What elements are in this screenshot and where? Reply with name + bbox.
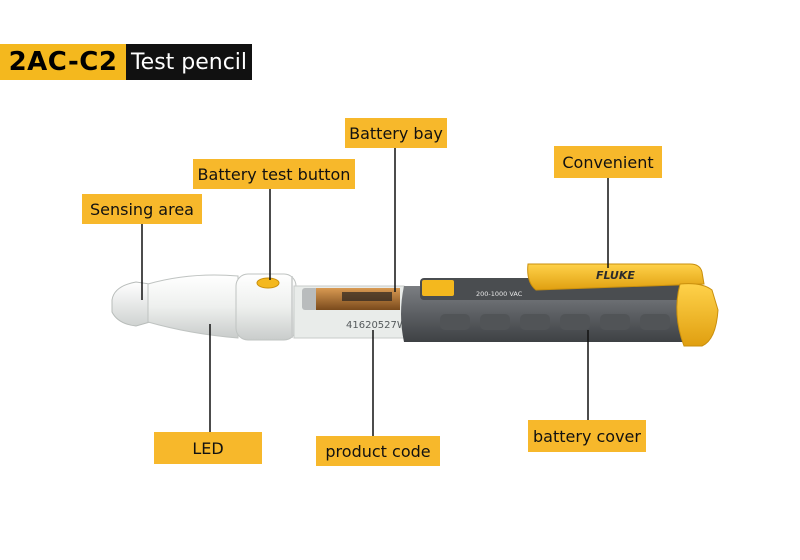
product-code-print: 41620527WS — [346, 320, 413, 331]
callout-battery-test-button: Battery test button — [193, 159, 355, 189]
battery-test-button — [256, 277, 280, 289]
voltage-print: 200-1000 VAC — [476, 290, 523, 298]
white-cone-body — [147, 274, 239, 339]
battery-end-cap — [302, 288, 318, 310]
callout-sensing-area: Sensing area — [82, 194, 202, 224]
emboss-mark — [640, 314, 670, 330]
callout-battery-cover: battery cover — [528, 420, 646, 452]
model-title-tag: 2AC-C2 — [0, 44, 126, 80]
callout-battery-bay: Battery bay — [345, 118, 447, 148]
callout-led: LED — [154, 432, 262, 464]
sensing-tip — [111, 281, 151, 327]
emboss-mark — [520, 314, 550, 330]
callout-product-code: product code — [316, 436, 440, 466]
emboss-mark — [560, 314, 590, 330]
pocket-clip — [527, 263, 705, 291]
emboss-mark — [600, 314, 630, 330]
emboss-mark — [440, 314, 470, 330]
subtitle-tag: Test pencil — [126, 44, 252, 80]
yellow-badge — [422, 280, 454, 296]
brand-print: FLUKE — [596, 269, 635, 282]
yellow-end-cap — [676, 283, 719, 347]
emboss-mark — [480, 314, 510, 330]
callout-convenient: Convenient — [554, 146, 662, 178]
